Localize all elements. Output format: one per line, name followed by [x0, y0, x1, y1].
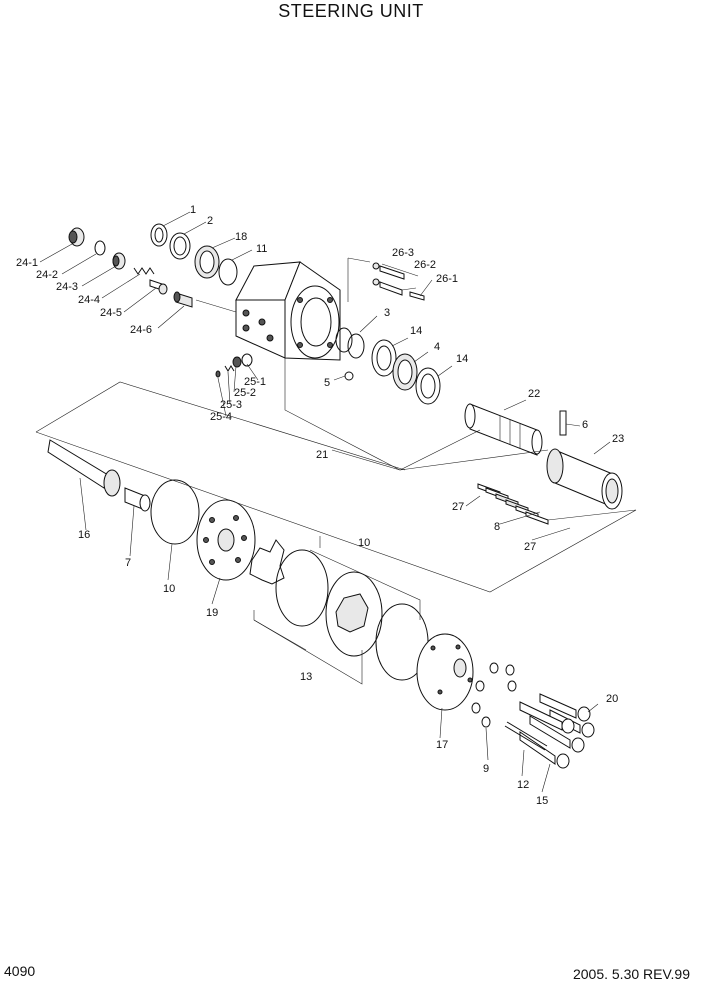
label-25-2: 25-2	[234, 387, 256, 399]
part-12-screw[interactable]	[504, 721, 548, 751]
label-11: 11	[256, 243, 267, 255]
label-24-4: 24-4	[78, 294, 100, 306]
label-4: 4	[434, 341, 440, 353]
part-24-1-cap[interactable]	[68, 227, 85, 247]
label-7: 7	[125, 557, 131, 569]
label-23: 23	[612, 433, 624, 445]
label-24-2: 24-2	[36, 269, 58, 281]
part-24-3-bushing[interactable]	[112, 252, 126, 270]
label-15: 15	[536, 795, 548, 807]
label-24-3: 24-3	[56, 281, 78, 293]
label-20: 20	[606, 693, 618, 705]
label-27-b: 27	[524, 541, 536, 553]
part-15-bolts[interactable]	[519, 715, 585, 769]
part-2-ring[interactable]	[169, 232, 191, 260]
part-14-washer[interactable]	[371, 339, 397, 377]
part-24-6-plug[interactable]	[173, 291, 193, 308]
label-27: 27	[452, 501, 464, 513]
label-25-4: 25-4	[210, 411, 232, 423]
label-24-5: 24-5	[100, 307, 122, 319]
part-6-pin[interactable]	[559, 410, 567, 436]
part-17-end-cover[interactable]	[416, 633, 474, 711]
label-26-2: 26-2	[414, 259, 436, 271]
label-17: 17	[436, 739, 448, 751]
part-4-bearing[interactable]	[392, 353, 418, 391]
part-24-4-spring[interactable]	[133, 267, 155, 275]
label-16: 16	[78, 529, 90, 541]
part-24-5-valve[interactable]	[149, 279, 168, 295]
part-24-2-ring[interactable]	[94, 240, 106, 256]
part-labels: 1 2 18 11 24-1 24-2 24-3 24-4 24-5 24-6 …	[16, 204, 624, 807]
label-19: 19	[206, 607, 218, 619]
label-22: 22	[528, 388, 540, 400]
label-24-6: 24-6	[130, 324, 152, 336]
label-5: 5	[324, 377, 330, 389]
part-11-o-ring[interactable]	[218, 258, 238, 286]
revision-date: 2005. 5.30 REV.99	[572, 966, 690, 982]
part-13-gear-set[interactable]	[249, 539, 429, 681]
page-number: 4090	[4, 963, 36, 979]
part-26-pins[interactable]	[347, 257, 425, 302]
leader-lines	[35, 211, 637, 793]
label-12: 12	[517, 779, 529, 791]
label-10: 10	[163, 583, 175, 595]
part-5-ball[interactable]	[344, 371, 354, 381]
label-13: 13	[300, 671, 312, 683]
part-25-check-valve[interactable]	[215, 353, 253, 378]
label-25-1: 25-1	[244, 376, 266, 388]
part-27-8-springs[interactable]	[477, 483, 549, 525]
label-21: 21	[316, 449, 328, 461]
label-14-b: 14	[456, 353, 468, 365]
label-18: 18	[235, 231, 247, 243]
part-3-ring[interactable]	[335, 327, 365, 359]
part-19-plate[interactable]	[196, 499, 256, 581]
part-10-o-ring[interactable]	[150, 479, 200, 545]
part-7-spacer[interactable]	[124, 487, 151, 512]
label-26-3: 26-3	[392, 247, 414, 259]
label-25-3: 25-3	[220, 399, 242, 411]
label-9: 9	[483, 763, 489, 775]
label-24-1: 24-1	[16, 257, 38, 269]
label-6: 6	[582, 419, 588, 431]
part-23-sleeve[interactable]	[546, 448, 623, 510]
page-title: STEERING UNIT	[278, 1, 424, 21]
label-10-b: 10	[358, 537, 370, 549]
part-20-bolts[interactable]	[519, 693, 595, 738]
part-9-washers[interactable]	[471, 662, 517, 728]
label-8: 8	[494, 521, 500, 533]
label-1: 1	[190, 204, 196, 216]
part-16-drive-shaft[interactable]	[47, 439, 121, 497]
part-22-spool[interactable]	[464, 403, 543, 456]
label-3: 3	[384, 307, 390, 319]
label-2: 2	[207, 215, 213, 227]
part-1-seal[interactable]	[150, 223, 168, 247]
part-18-seal[interactable]	[194, 245, 220, 279]
part-housing[interactable]	[235, 261, 341, 361]
label-14: 14	[410, 325, 422, 337]
part-14-washer-2[interactable]	[415, 367, 441, 405]
label-26-1: 26-1	[436, 273, 458, 285]
